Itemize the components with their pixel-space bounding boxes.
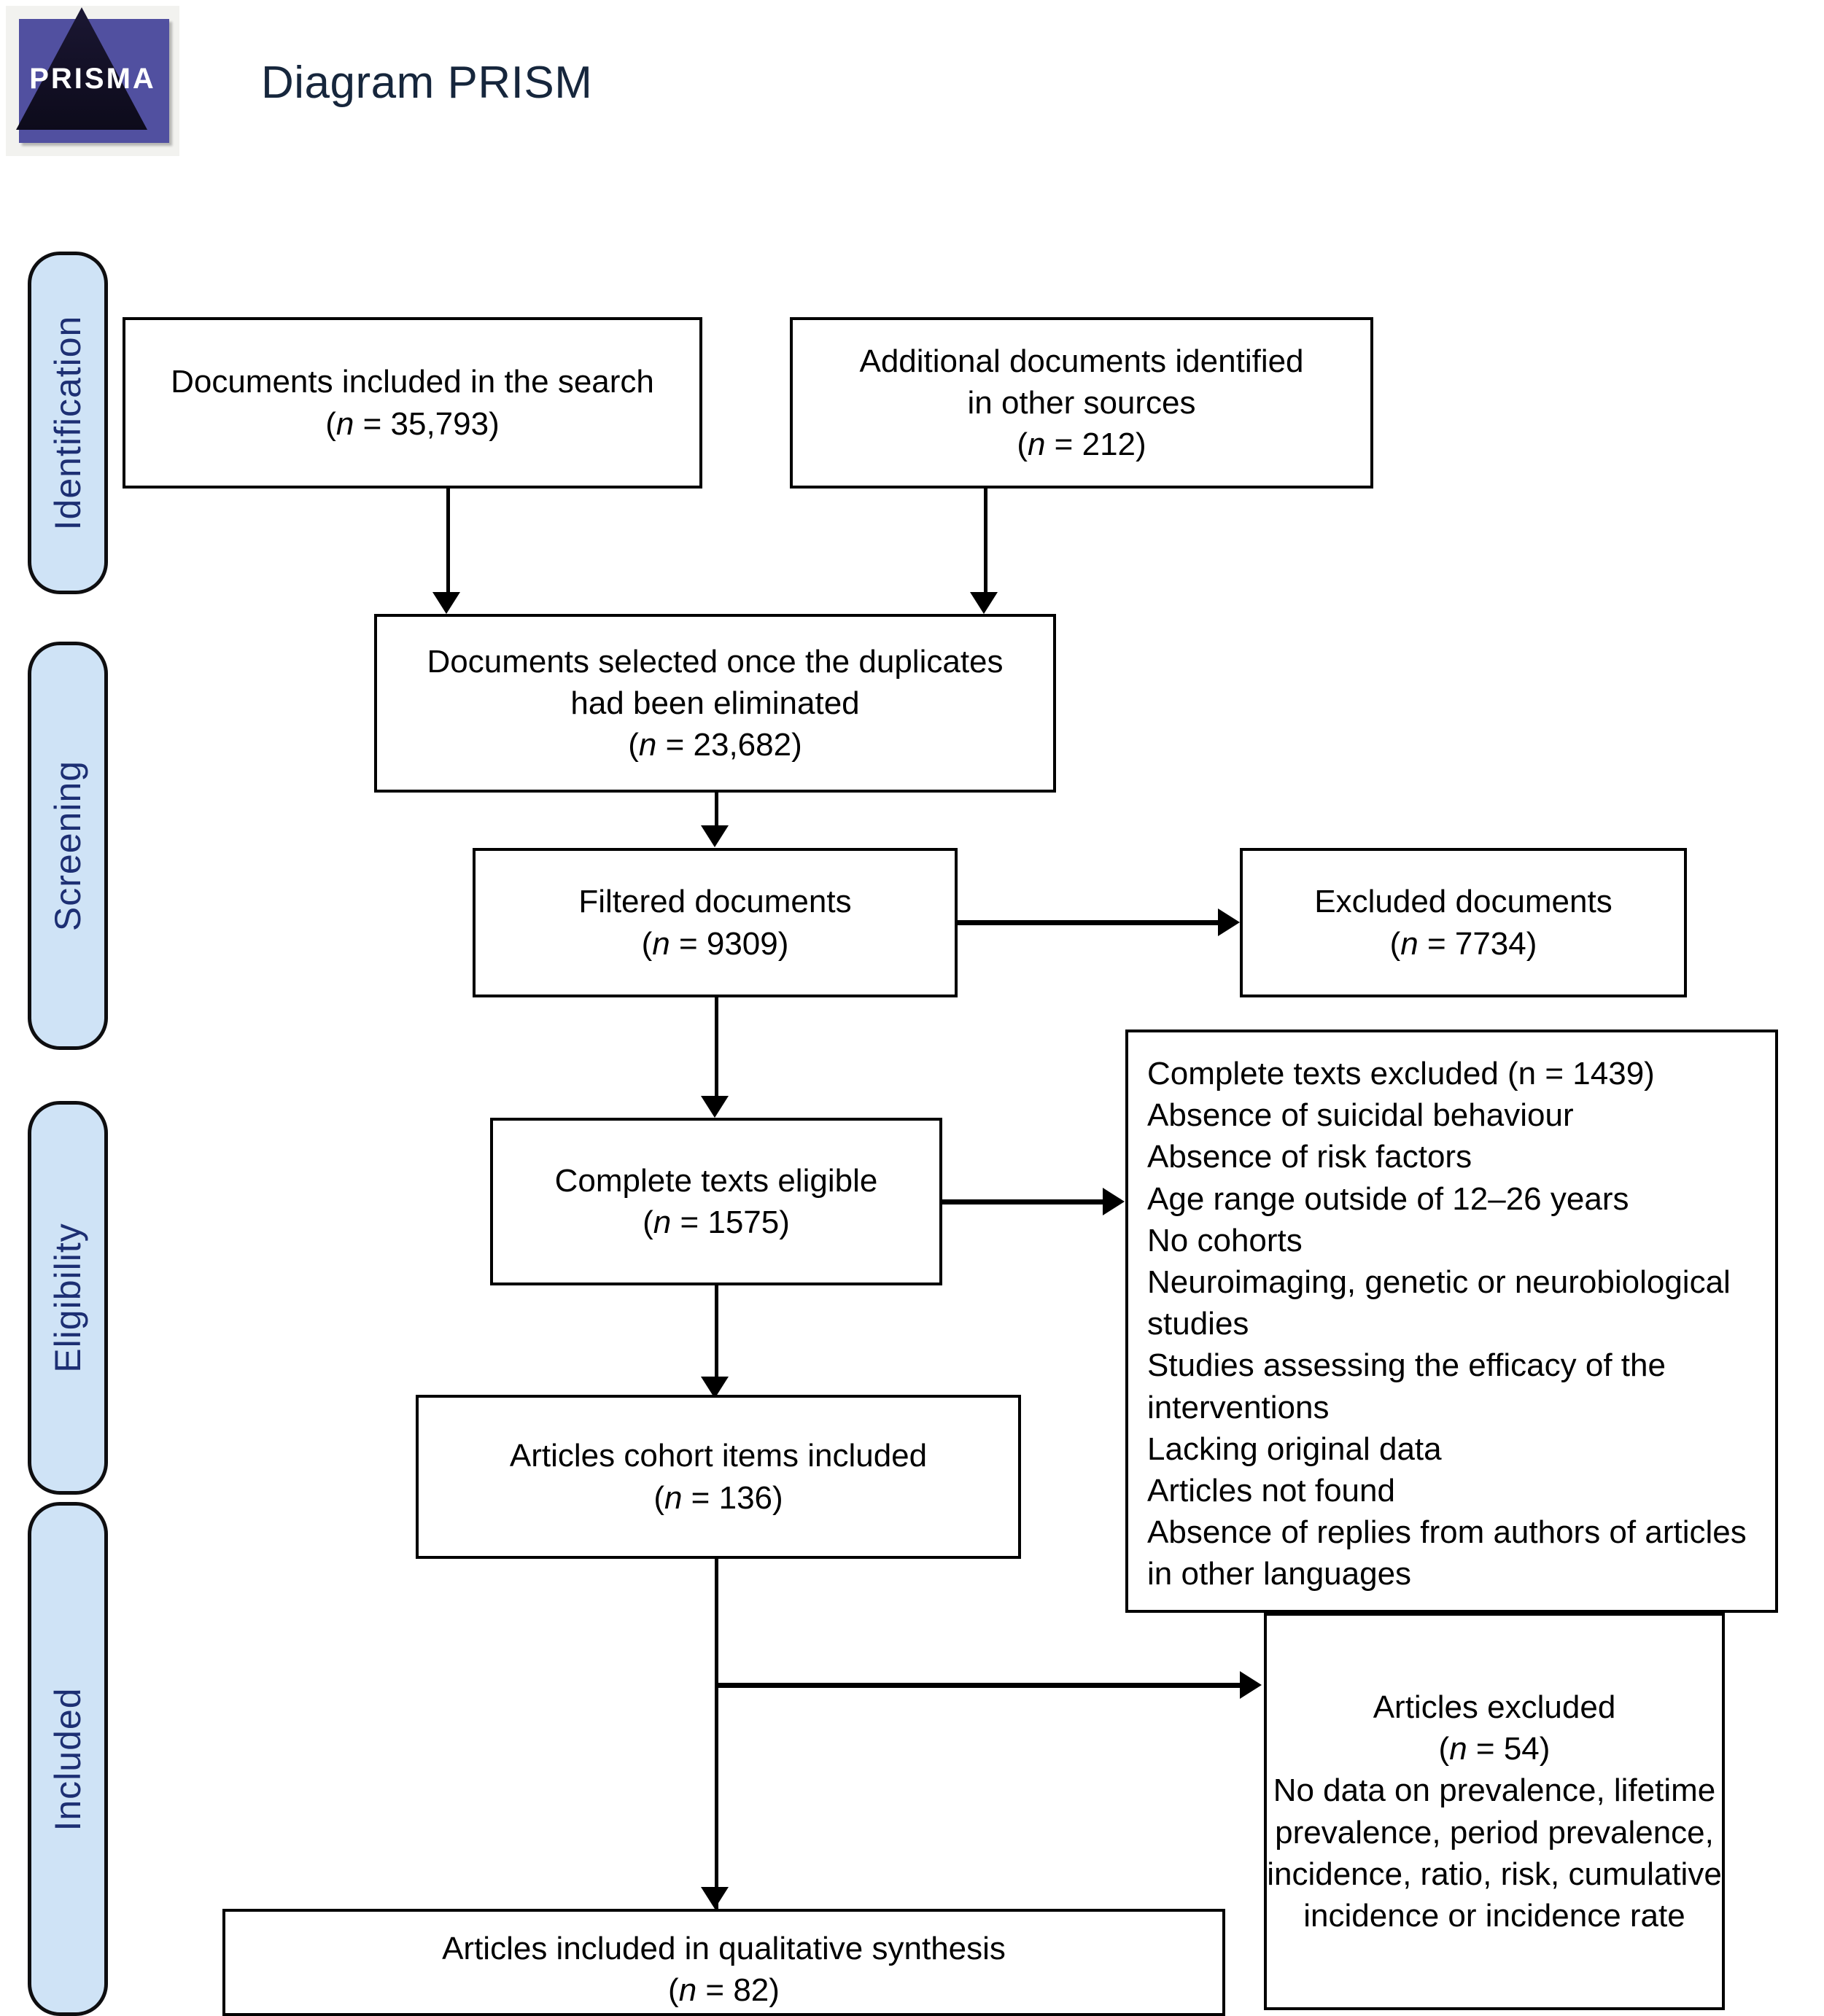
box-line: Complete texts eligible [554,1162,878,1199]
stage-label-identification: Identification [28,252,108,594]
stage-label-text: Eligibility [47,1223,88,1373]
arrowhead-right [1103,1188,1125,1215]
reason-item: Articles not found [1147,1472,1395,1509]
box-line: Excluded documents [1314,884,1613,920]
box-line: Articles cohort items included [509,1438,928,1474]
box-count: (n = 7734) [1389,925,1537,962]
reason-item: Lacking original data [1147,1431,1442,1467]
logo-wordmark: PRISMA [29,63,156,95]
box-count: (n = 23,682) [628,727,802,763]
box-count: (n = 35,793) [325,405,500,442]
reason-item: Absence of replies from authors of artic… [1147,1514,1747,1592]
prisma-logo-icon: PRISMA [6,6,179,156]
reason-item: Age range outside of 12–26 years [1147,1180,1629,1217]
box-line: Articles excluded [1373,1689,1616,1725]
box-articles-cohort-items-included: Articles cohort items included (n = 136) [416,1395,1021,1559]
reason-item: Absence of risk factors [1147,1139,1472,1175]
connector-cohort-to-articles-excluded [715,1683,1247,1688]
box-documents-after-duplicates-removed: Documents selected once the duplicates h… [374,614,1056,793]
box-line: in other sources [967,384,1196,421]
box-count: (n = 9309) [641,925,789,962]
fulltext-excluded-heading: Complete texts excluded (n = 1439) [1147,1056,1655,1091]
connector-dedup-to-screened [715,793,718,833]
reason-item: Neuroimaging, genetic or neurobiological… [1147,1264,1731,1342]
stage-label-text: Included [47,1686,88,1832]
stage-label-screening: Screening [28,642,108,1050]
box-count: (n = 1575) [643,1204,790,1240]
page-title: Diagram PRISM [261,58,593,108]
box-line: Documents selected once the duplicates [427,643,1004,680]
arrowhead-down [970,592,998,614]
box-documents-included-in-search: Documents included in the search (n = 35… [123,317,702,489]
connector-search-to-dedup [446,489,450,599]
connector-other-to-dedup [984,489,987,599]
articles-excluded-reason: No data on prevalence, lifetime prevalen… [1267,1772,1722,1934]
connector-eligible-to-fulltext-excluded [942,1199,1110,1204]
connector-screened-to-eligible [715,997,718,1103]
reason-item: Absence of suicidal behaviour [1147,1097,1574,1134]
reason-item: No cohorts [1147,1222,1303,1258]
box-count: (n = 212) [1017,427,1146,463]
box-articles-included-qualitative-synthesis: Articles included in qualitative synthes… [222,1909,1225,2016]
connector-screened-to-excluded [958,920,1227,925]
box-line: had been eliminated [570,685,860,721]
box-count: (n = 82) [668,1972,780,2009]
box-complete-texts-excluded-reasons: Complete texts excluded (n = 1439) Absen… [1125,1030,1778,1613]
box-line: Articles included in qualitative synthes… [442,1931,1006,1966]
reason-item: Studies assessing the efficacy of the in… [1147,1347,1666,1425]
box-line: Documents included in the search [171,364,654,400]
arrowhead-right [1240,1671,1262,1699]
arrowhead-down [701,1096,729,1118]
box-line: Additional documents identified [859,343,1304,379]
box-count: (n = 54) [1438,1731,1551,1767]
stage-label-eligibility: Eligibility [28,1101,108,1495]
arrowhead-right [1218,908,1240,936]
stage-label-included: Included [28,1502,108,2016]
box-line: Filtered documents [578,884,852,920]
box-filtered-documents: Filtered documents (n = 9309) [473,848,958,997]
arrowhead-down [701,1887,729,1909]
box-complete-texts-eligible: Complete texts eligible (n = 1575) [490,1118,942,1285]
stage-label-text: Screening [47,760,88,932]
box-articles-excluded: Articles excluded (n = 54) No data on pr… [1264,1613,1725,2010]
arrowhead-down [701,825,729,847]
box-excluded-documents: Excluded documents (n = 7734) [1240,848,1687,997]
arrowhead-down [432,592,460,614]
stage-label-text: Identification [47,315,88,531]
box-additional-documents-other-sources: Additional documents identified in other… [790,317,1373,489]
connector-eligible-to-cohort [715,1285,718,1384]
connector-cohort-to-synthesis [715,1559,718,1916]
box-count: (n = 136) [653,1479,783,1516]
